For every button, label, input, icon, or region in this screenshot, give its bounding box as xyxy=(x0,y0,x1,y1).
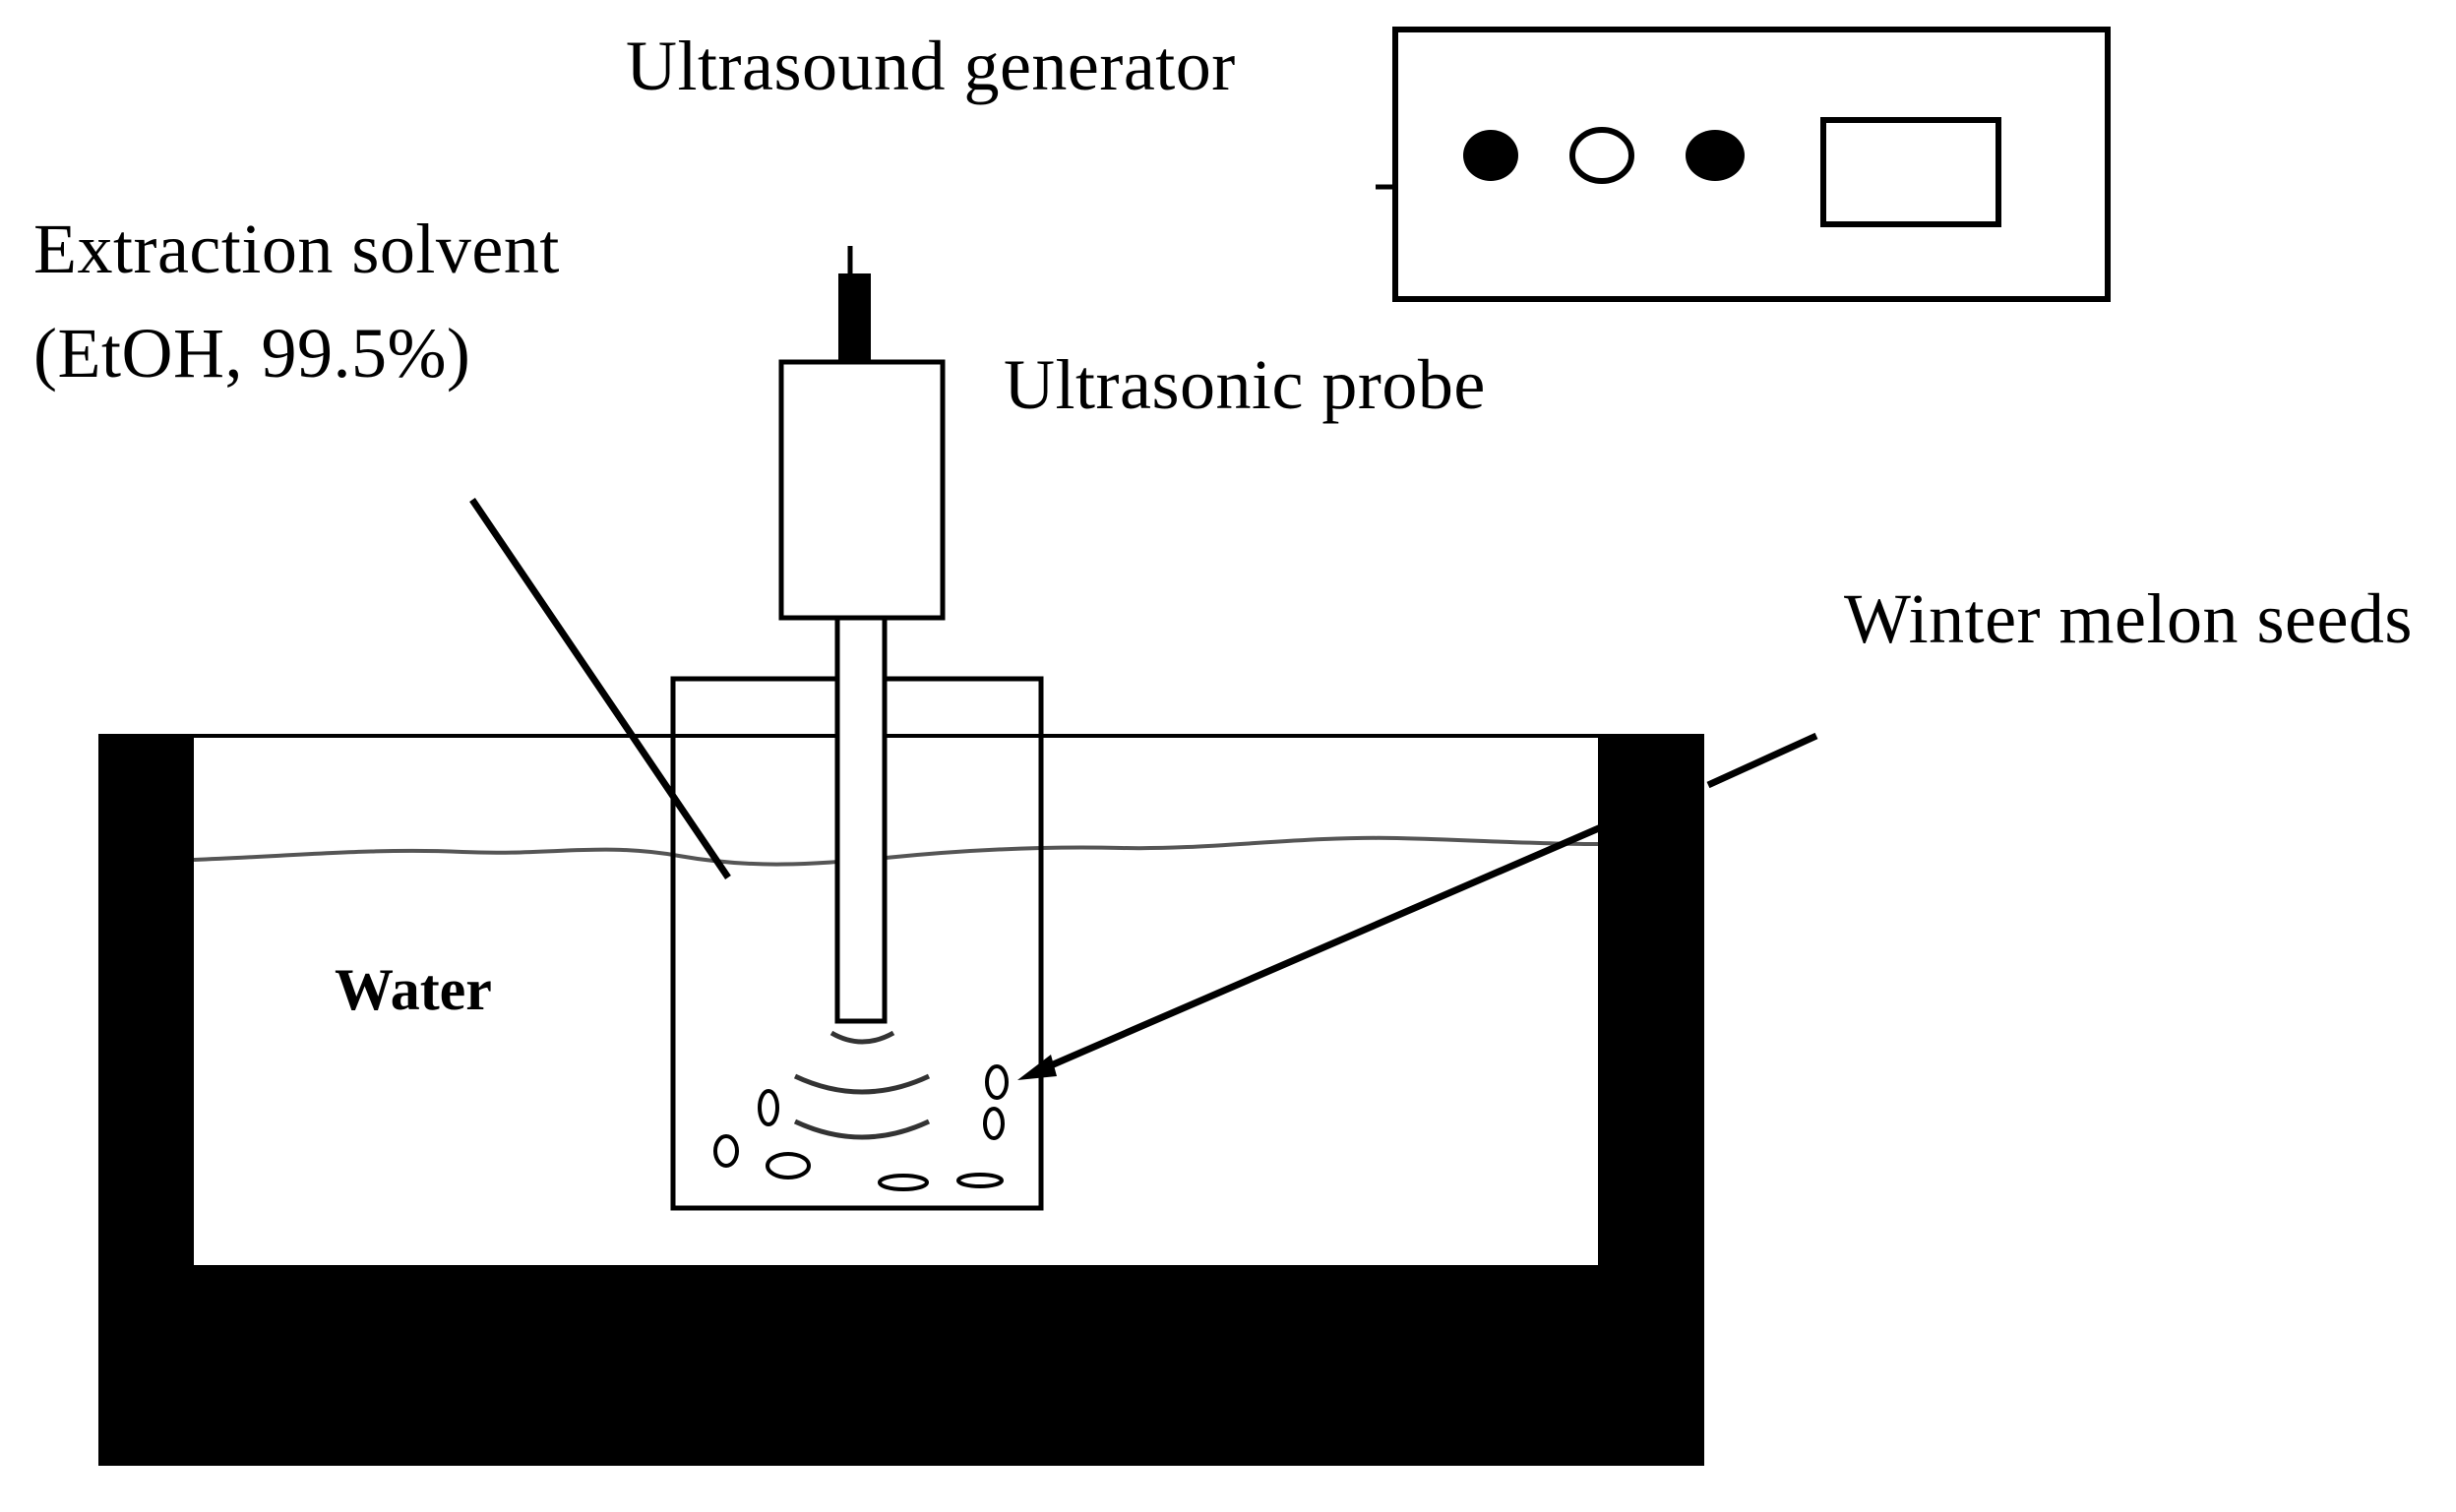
seed xyxy=(956,1173,1004,1188)
label-water: Water xyxy=(335,957,492,1022)
label-winter-melon-seeds: Winter melon seeds xyxy=(1844,579,2413,658)
water-surface-line xyxy=(193,835,1599,867)
seeds-leader-line-bath xyxy=(1706,732,1818,789)
solvent-leader-line xyxy=(469,498,731,879)
label-extraction-solvent: Extraction solvent xyxy=(33,210,560,288)
seed xyxy=(758,1089,779,1126)
ultrasonic-probe xyxy=(778,246,946,1024)
seed xyxy=(713,1134,739,1168)
seed xyxy=(985,1064,1009,1100)
wave-arc-1 xyxy=(829,1030,895,1045)
ultrasound-waves xyxy=(793,1030,931,1140)
seed xyxy=(766,1152,811,1179)
probe-connector xyxy=(838,273,871,362)
seed xyxy=(983,1107,1005,1140)
probe-transducer-body xyxy=(778,359,946,621)
seeds-group xyxy=(713,1064,1009,1191)
display-screen xyxy=(1820,117,2001,227)
water-bath-vessel xyxy=(98,734,1704,1466)
seeds-leader-line-inner xyxy=(1033,820,1610,1076)
label-ultrasound-generator: Ultrasound generator xyxy=(626,27,1236,105)
seeds-arrowhead xyxy=(1017,1055,1057,1080)
seed xyxy=(878,1174,929,1191)
wave-arc-3 xyxy=(793,1119,931,1140)
wave-arc-2 xyxy=(793,1073,931,1095)
knob-3-icon xyxy=(1686,130,1745,181)
ultrasound-generator xyxy=(1376,27,2111,302)
knob-1-icon xyxy=(1463,130,1518,181)
probe-horn-tip xyxy=(834,615,888,1024)
label-extraction-solvent-detail: (EtOH, 99.5%) xyxy=(33,314,471,393)
knob-2-icon xyxy=(1569,127,1634,184)
label-ultrasonic-probe: Ultrasonic probe xyxy=(1004,345,1486,424)
